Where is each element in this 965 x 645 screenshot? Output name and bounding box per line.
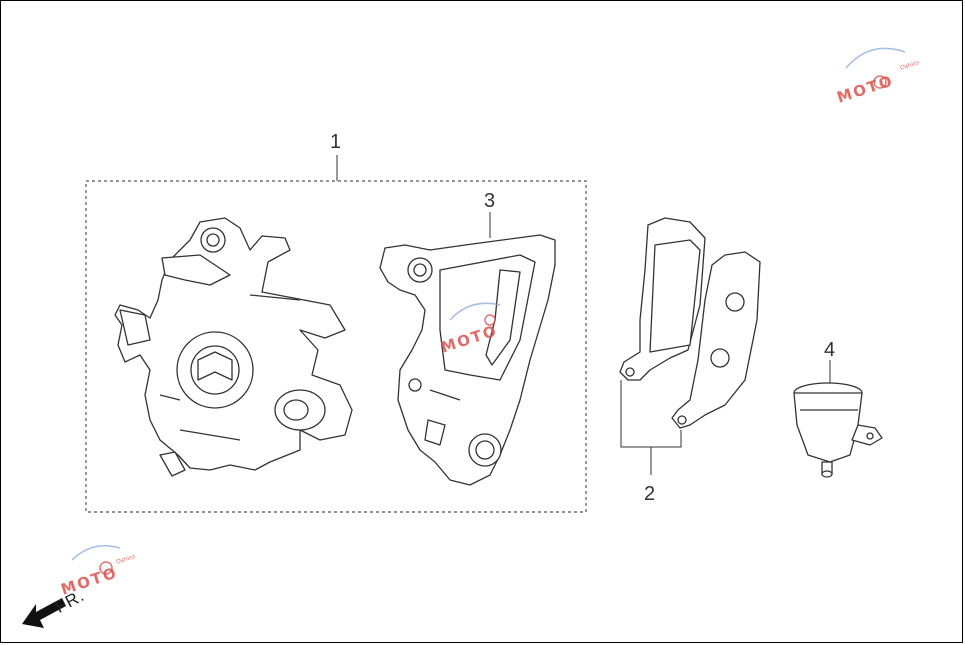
callout-2: 2 (644, 483, 656, 505)
fluid-reservoir (793, 382, 883, 478)
brake-caliper (114, 217, 353, 477)
front-direction-arrow-icon (22, 598, 66, 628)
callout-4: 4 (824, 339, 836, 361)
watermark-gear-icon (99, 75, 887, 575)
watermark-swoosh-icon (71, 47, 906, 561)
callout-2-leader (620, 380, 682, 475)
callout-3: 3 (484, 190, 496, 212)
brake-pads (619, 217, 761, 429)
group-1-dashed-box (85, 180, 587, 513)
caliper-bracket (379, 234, 556, 486)
callout-1: 1 (330, 131, 342, 153)
